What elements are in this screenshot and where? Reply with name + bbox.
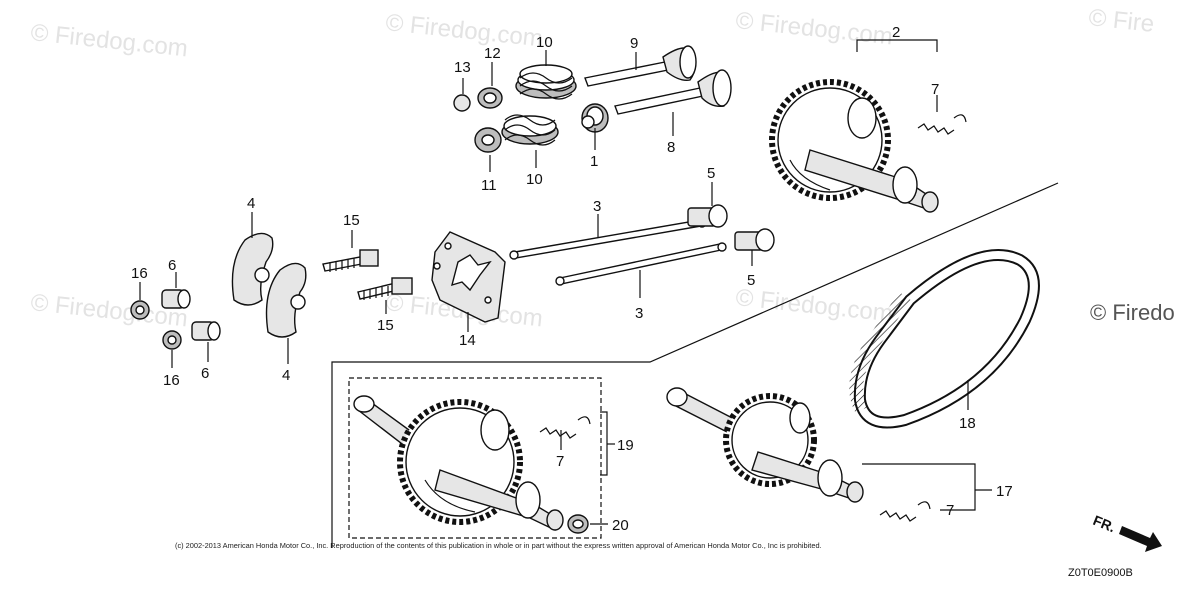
callout-7-lower: 7: [946, 502, 954, 519]
callout-10-lower: 10: [526, 171, 543, 188]
callout-4-lower: 4: [282, 367, 290, 384]
callout-4-upper: 4: [247, 195, 255, 212]
valve-spring-lower: [501, 114, 559, 146]
callout-16-upper: 16: [131, 265, 148, 282]
rocker-stud-upper: [322, 249, 379, 272]
spring-7-top: [917, 114, 967, 135]
callout-7-top: 7: [931, 81, 939, 98]
inset-frame: [331, 182, 1059, 548]
exhaust-valve: [614, 69, 732, 115]
callout-7-inset: 7: [556, 453, 564, 470]
camshaft-assembly-17: [666, 387, 864, 503]
callout-2: 2: [892, 24, 900, 41]
valve-retainer: [477, 87, 503, 109]
front-direction-indicator: FR.: [1091, 512, 1162, 552]
intake-valve: [584, 45, 697, 87]
timing-chain: [849, 249, 1040, 429]
nut-lower: [162, 330, 182, 350]
watermark: © Firedog.com: [734, 284, 894, 327]
callout-16-lower: 16: [163, 372, 180, 389]
callout-10-upper: 10: [536, 34, 553, 51]
callout-1: 1: [590, 153, 598, 170]
callout-6-lower: 6: [201, 365, 209, 382]
callout-9: 9: [630, 35, 638, 52]
callout-17: 17: [996, 483, 1013, 500]
watermarks: © Firedog.com © Firedog.com © Firedog.co…: [29, 4, 1174, 332]
callout-14: 14: [459, 332, 476, 349]
callout-19: 19: [617, 437, 634, 454]
front-label: FR.: [1091, 512, 1118, 535]
callout-5-upper: 5: [707, 165, 715, 182]
washer-20: [567, 514, 589, 534]
rocker-arm-right: [265, 262, 307, 338]
callout-18: 18: [959, 415, 976, 432]
valve-spring-upper: [515, 64, 577, 100]
tappet-lower: [734, 228, 775, 252]
watermark: © Firedog.com: [384, 9, 544, 52]
valve-stem-seal: [581, 103, 609, 133]
camshaft-assembly-inset: [353, 395, 564, 531]
callout-13: 13: [454, 59, 471, 76]
callout-5-lower: 5: [747, 272, 755, 289]
diagram-code: Z0T0E0900B: [1068, 567, 1133, 579]
callout-15-lower: 15: [377, 317, 394, 334]
watermark-edge: © Firedo: [1090, 300, 1175, 325]
callout-12: 12: [484, 45, 501, 62]
pivot-upper: [161, 289, 191, 309]
callout-3-upper: 3: [593, 198, 601, 215]
nut-upper: [130, 300, 150, 320]
watermark: © Fire: [1087, 4, 1155, 38]
callout-3-lower: 3: [635, 305, 643, 322]
camshaft-assembly-top: [769, 79, 939, 213]
callout-numbers: 1 2 3 3 4 4 5 5 6 6 7 7 7 8 9 10 10 11 1…: [131, 24, 1013, 534]
valve-cotter: [453, 94, 471, 112]
callout-8: 8: [667, 139, 675, 156]
spring-7-lower: [879, 501, 931, 522]
watermark: © Firedog.com: [29, 19, 189, 62]
valve-rotator: [474, 127, 502, 153]
copyright-notice: (c) 2002-2013 American Honda Motor Co., …: [175, 541, 822, 550]
rocker-stud-lower: [357, 277, 413, 300]
watermark: © Firedog.com: [734, 7, 894, 50]
tappet-upper: [687, 204, 728, 228]
callout-6-upper: 6: [168, 257, 176, 274]
callout-11: 11: [481, 177, 497, 194]
push-rod-guide-plate: [431, 231, 506, 323]
spring-7-inset: [539, 416, 591, 439]
callout-15-upper: 15: [343, 212, 360, 229]
front-arrow-icon: [1119, 526, 1162, 552]
rocker-arm-left: [231, 232, 274, 306]
push-rod-lower: [555, 242, 727, 286]
leader-lines: [139, 39, 992, 525]
pivot-lower: [191, 321, 221, 341]
callout-20: 20: [612, 517, 629, 534]
